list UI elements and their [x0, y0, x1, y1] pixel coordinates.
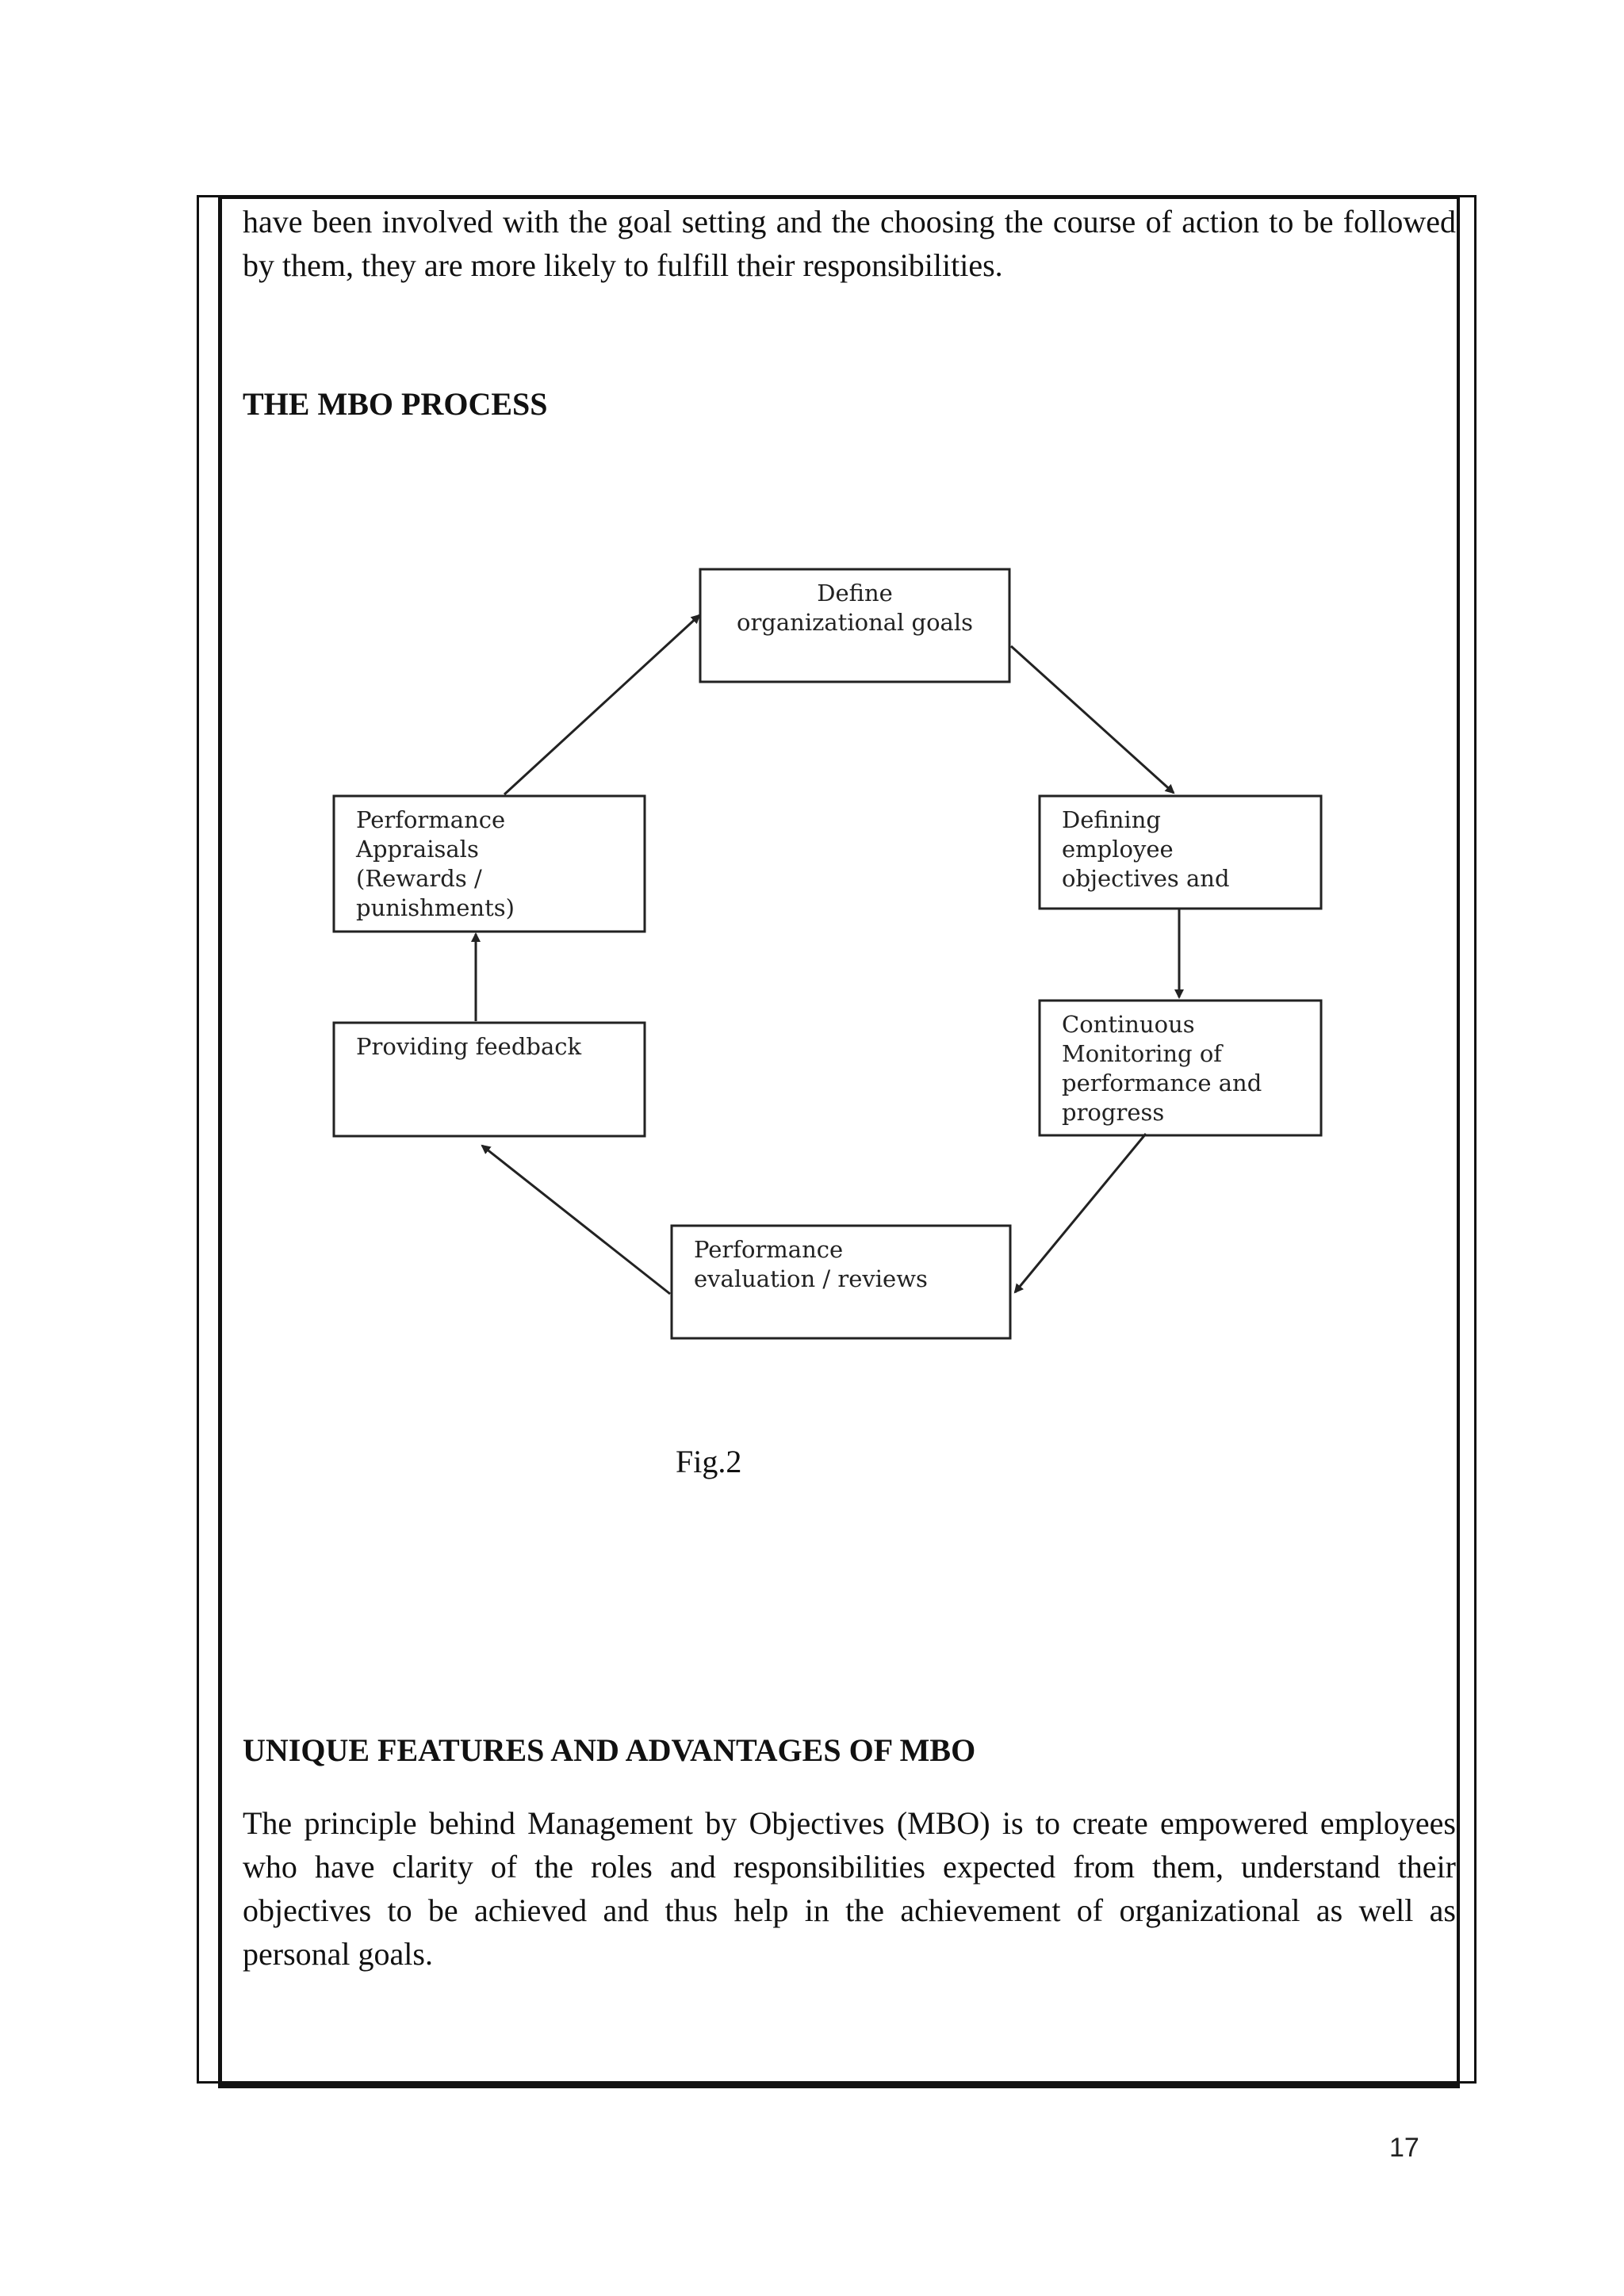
process-box-label-line: Monitoring of	[1062, 1040, 1224, 1067]
page-border-inner	[218, 197, 1460, 2088]
arrow-goals-to-objectives	[1009, 645, 1175, 794]
arrow-monitoring-to-evaluation	[1013, 1133, 1147, 1294]
section-heading-mbo-process: THE MBO PROCESS	[243, 386, 548, 422]
process-box-label-line: Providing feedback	[356, 1033, 582, 1060]
process-box-label-line: evaluation / reviews	[694, 1265, 928, 1292]
arrow-evaluation-to-feedback	[481, 1144, 671, 1295]
process-box-label-line: objectives and	[1062, 865, 1230, 892]
process-box-label-line: Define	[817, 580, 893, 607]
process-box-rect	[699, 568, 1011, 683]
top-paragraph: have been involved with the goal setting…	[243, 204, 1456, 283]
process-box-label-line: performance and	[1062, 1070, 1262, 1096]
process-box-label-line: Performance	[356, 806, 505, 833]
page-border-outer	[197, 195, 1477, 2084]
section-heading-unique-features: UNIQUE FEATURES AND ADVANTAGES OF MBO	[243, 1732, 976, 1768]
process-box-providing-feedback: Providing feedback	[332, 1021, 646, 1138]
process-box-label-line: Appraisals	[355, 836, 479, 863]
process-box-label-line: Defining	[1062, 806, 1161, 833]
process-box-label-line: progress	[1062, 1099, 1164, 1126]
figure-caption: Fig.2	[676, 1444, 742, 1479]
process-box-label-line: organizational goals	[737, 609, 973, 636]
arrow-appraisals-to-goals	[503, 614, 701, 796]
features-paragraph: The principle behind Management by Objec…	[243, 1805, 1456, 1972]
process-box-rect	[1038, 999, 1323, 1137]
process-box-label-line: punishments)	[356, 894, 515, 921]
page-number: 17	[1389, 2133, 1419, 2163]
process-box-label-line: (Rewards /	[356, 865, 482, 892]
process-box-rect	[332, 794, 646, 933]
process-box-label-line: employee	[1062, 836, 1174, 863]
process-box-rect	[670, 1224, 1012, 1340]
process-box-rect	[332, 1021, 646, 1138]
process-box-label-line: Continuous	[1062, 1011, 1195, 1038]
process-box-label-line: Performance	[694, 1236, 843, 1263]
